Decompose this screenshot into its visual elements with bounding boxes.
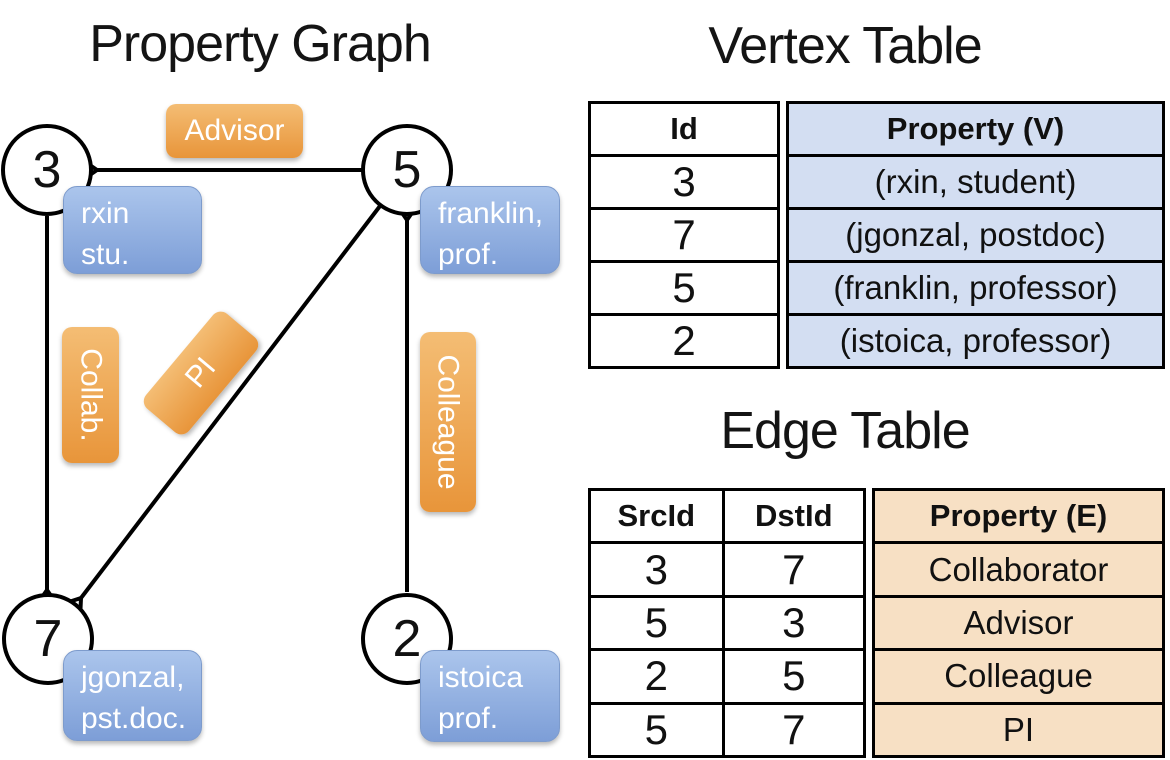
vertex-property-line: stu. (81, 237, 130, 271)
vertex-table-title: Vertex Table (708, 17, 982, 75)
vertex-table-id-header: Id (670, 111, 698, 146)
edge-label-colleague: Colleague (420, 332, 476, 512)
vertex-table-id-cell: 5 (591, 260, 777, 313)
edge-table-dstid-cell: 7 (724, 701, 863, 755)
vertex-property-pill-5: franklin, prof. (420, 186, 560, 274)
vertex-property-line: prof. (438, 237, 499, 271)
edge-table-dstid-cell: 3 (724, 594, 863, 648)
edge-label-text: Collab. (74, 348, 108, 442)
edge-label-advisor: Advisor (166, 104, 303, 158)
vertex-table-property-cell: (jgonzal, postdoc) (789, 207, 1162, 260)
vertex-property-line: istoica (438, 661, 524, 694)
edge-table-dstid-cell: 7 (724, 541, 863, 594)
edge-table-srcid-cell: 5 (591, 594, 722, 648)
edge-line-5-to-7 (63, 204, 382, 616)
vertex-table-property-column: Property (V) (rxin, student) (jgonzal, p… (786, 101, 1165, 369)
edge-table-srcid-column: SrcId 3 5 2 5 (591, 491, 722, 755)
vertex-property-line: franklin, (438, 197, 544, 230)
property-graph-title: Property Graph (89, 15, 432, 73)
vertex-table-property-header: Property (V) (886, 111, 1065, 146)
vertex-table-id-cell: 3 (591, 154, 777, 207)
edge-table-dstid-cell: 5 (724, 648, 863, 701)
edge-table-property-cell: Advisor (875, 594, 1162, 648)
edge-table-property-cell: Collaborator (875, 541, 1162, 594)
vertex-table-id-cell: 7 (591, 207, 777, 260)
vertex-property-pill-3: rxin stu. (63, 186, 202, 274)
vertex-table-property-cell: (franklin, professor) (789, 260, 1162, 313)
graph-node-2: 2 (361, 593, 453, 685)
edge-table-srcid-cell: 5 (591, 701, 722, 755)
vertex-table-id-cell: 2 (591, 313, 777, 366)
vertex-property-line: pst.doc. (81, 701, 187, 735)
node-id-label: 2 (392, 610, 422, 668)
graph-node-5: 5 (361, 124, 453, 216)
node-id-label: 7 (33, 610, 63, 668)
edge-table-property-cell: Colleague (875, 648, 1162, 701)
node-id-label: 3 (32, 141, 62, 199)
edge-table-srcid-header: SrcId (617, 498, 696, 534)
vertex-property-line: jgonzal, (81, 661, 185, 694)
node-id-label: 5 (392, 141, 422, 199)
edge-table-dstid-header: DstId (755, 498, 833, 534)
edge-table-property-cell: PI (875, 701, 1162, 755)
vertex-table-id-column: Id 3 7 5 2 (588, 101, 780, 369)
edge-label-text: Advisor (184, 114, 285, 147)
edge-label-collab: Collab. (62, 327, 119, 463)
vertex-property-line: rxin (81, 197, 130, 230)
edge-table-ids-block: SrcId 3 5 2 5 DstId 7 3 5 7 (588, 488, 866, 758)
edge-table: SrcId 3 5 2 5 DstId 7 3 5 7 Property (E)… (588, 488, 1165, 758)
edge-table-srcid-cell: 2 (591, 648, 722, 701)
vertex-property-pill-2: istoica prof. (420, 650, 560, 742)
edge-table-property-header: Property (E) (929, 498, 1108, 534)
edge-table-srcid-cell: 3 (591, 541, 722, 594)
edge-label-text: Colleague (432, 354, 466, 490)
edge-label-text: PI (178, 351, 223, 395)
vertex-property-pill-7: jgonzal, pst.doc. (63, 650, 202, 741)
edge-table-dstid-column: DstId 7 3 5 7 (721, 491, 863, 755)
vertex-table: Id 3 7 5 2 Property (V) (rxin, student) … (588, 101, 1165, 369)
vertex-table-property-cell: (istoica, professor) (789, 313, 1162, 366)
edge-table-property-column: Property (E) Collaborator Advisor Collea… (872, 488, 1165, 758)
vertex-table-property-cell: (rxin, student) (789, 154, 1162, 207)
vertex-property-line: prof. (438, 701, 499, 735)
edge-table-title: Edge Table (720, 402, 970, 460)
graph-edges-layer (36, 159, 418, 616)
